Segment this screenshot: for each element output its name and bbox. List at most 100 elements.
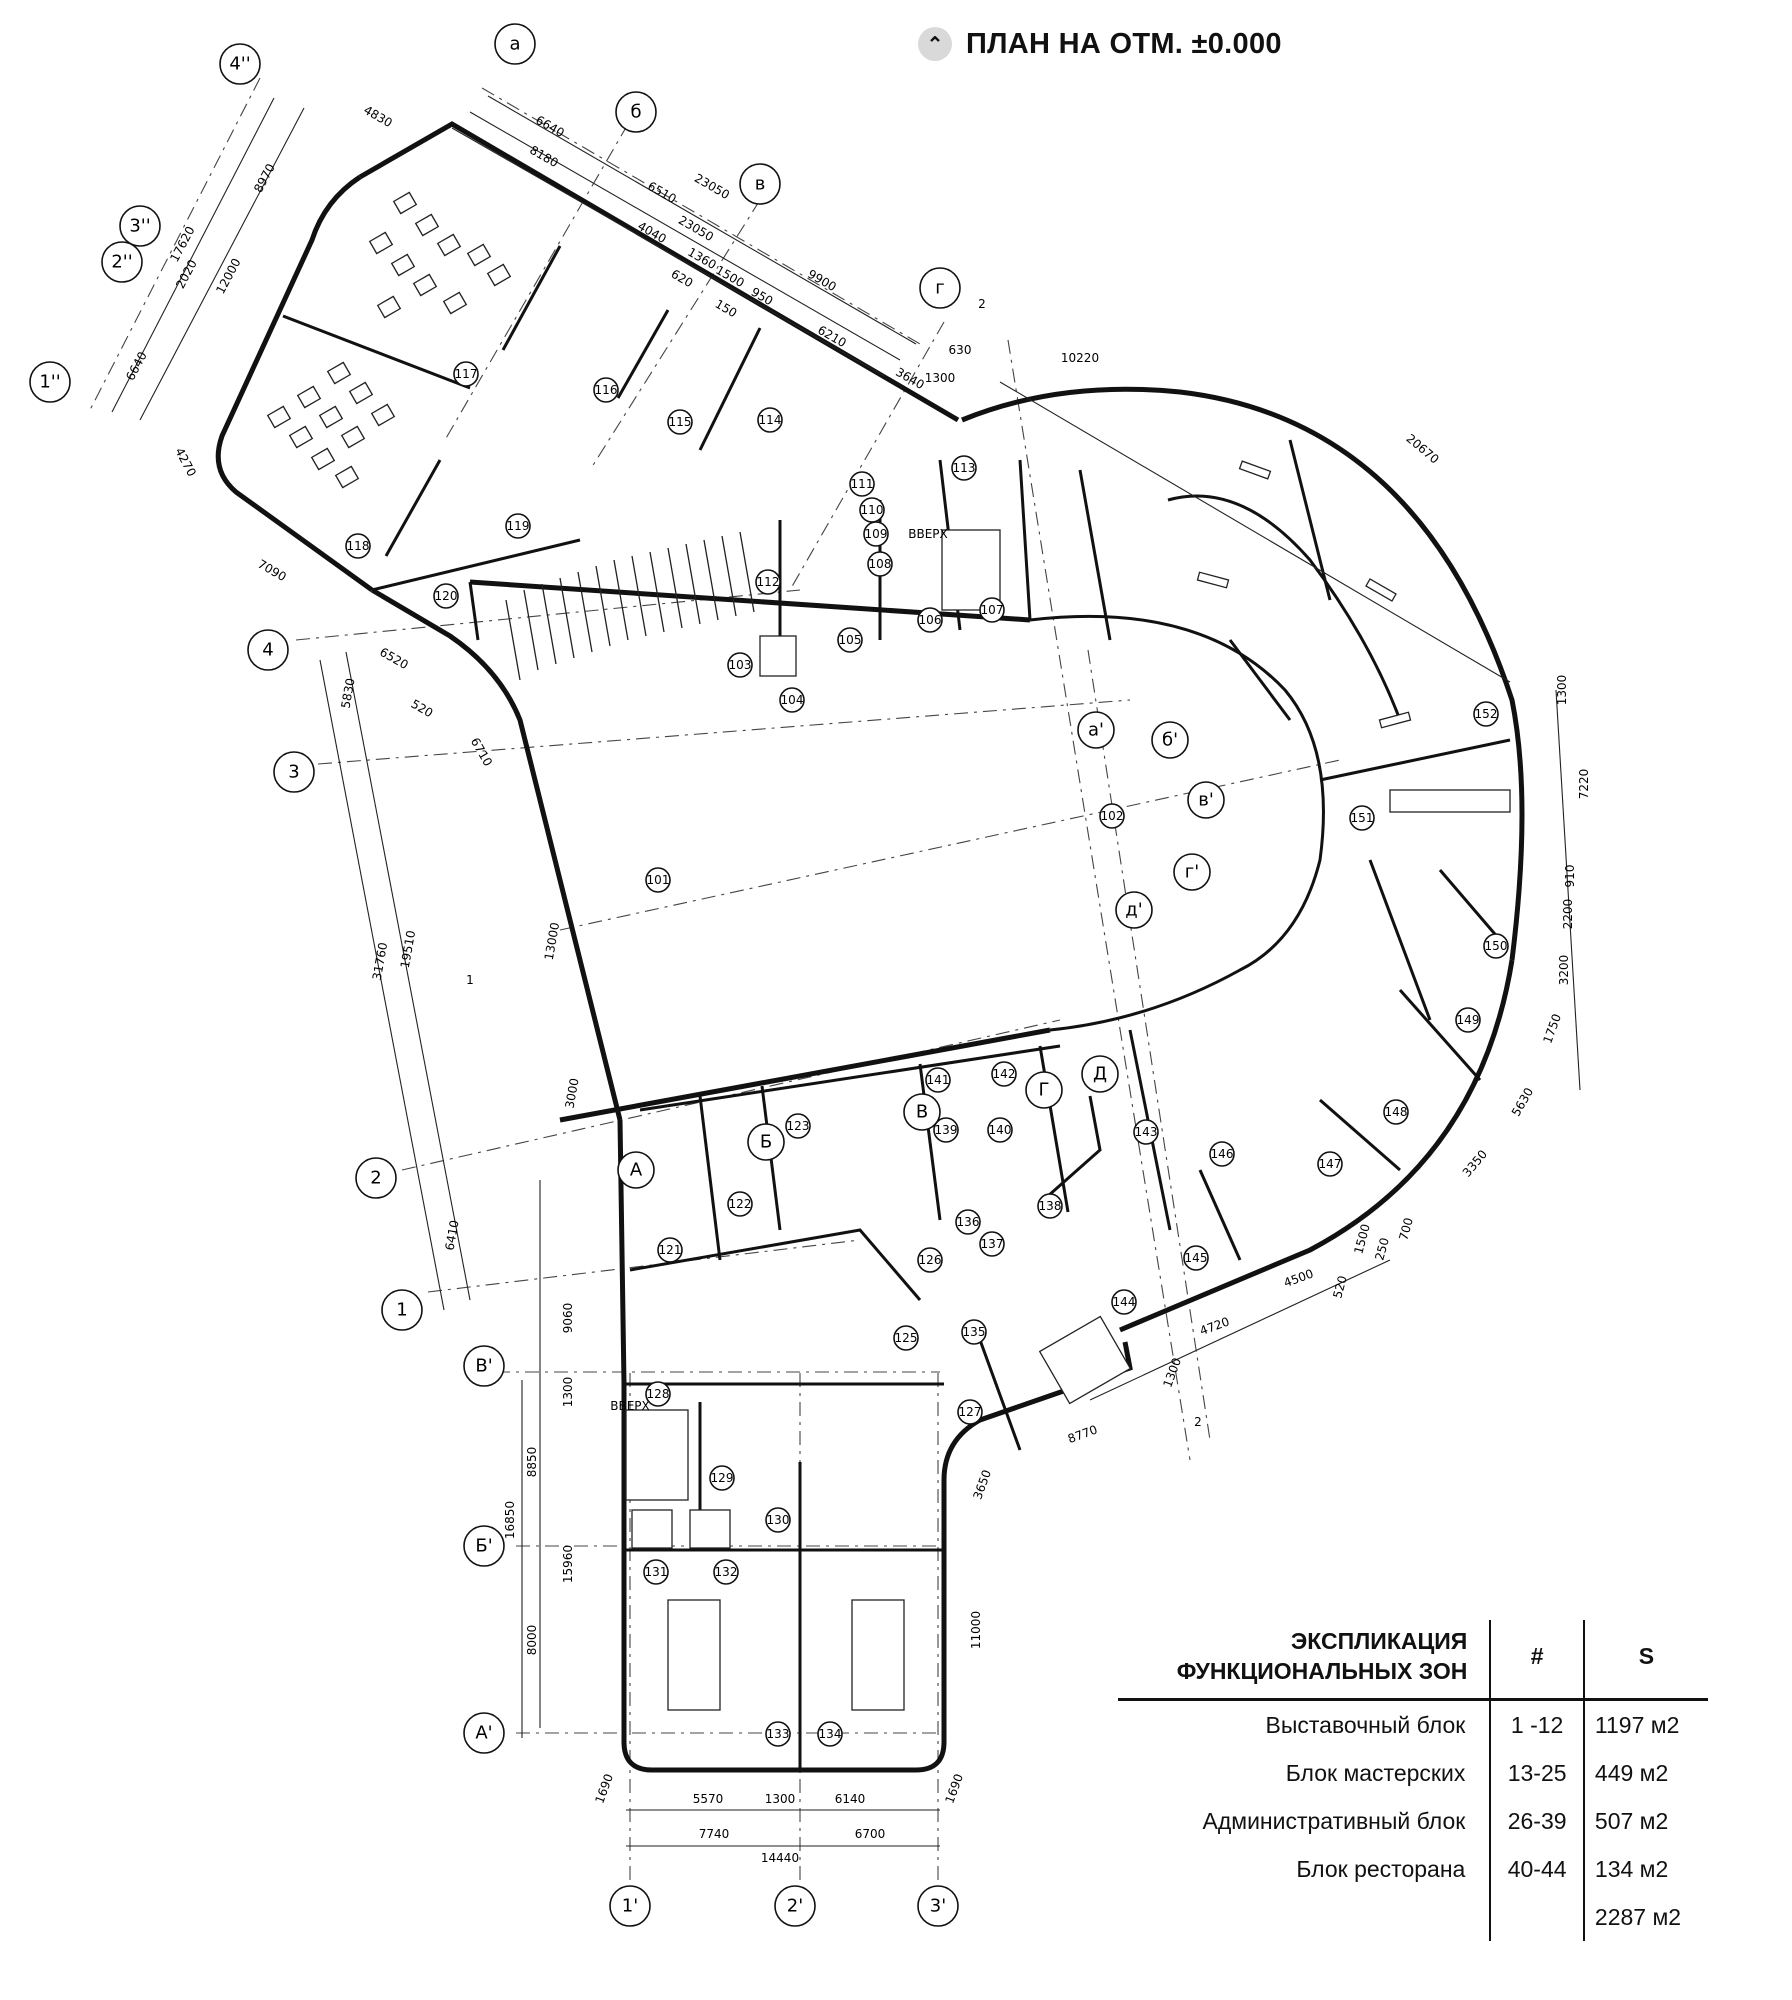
legend-title: ЭКСПЛИКАЦИЯ ФУНКЦИОНАЛЬНЫХ ЗОН: [1118, 1620, 1491, 1701]
legend-row-area: 134 м2: [1582, 1845, 1708, 1893]
dim-right-8: 700: [1396, 1216, 1415, 1242]
room-130: 130: [767, 1513, 790, 1527]
room-141: 141: [927, 1073, 950, 1087]
room-129: 129: [711, 1471, 734, 1485]
legend-row-range: 1 -12: [1489, 1699, 1584, 1749]
dim-left-10: 5830: [339, 677, 358, 710]
dim-left-8: 520: [409, 697, 436, 721]
room-119: 119: [507, 519, 530, 533]
axis-Vprime: В': [475, 1356, 492, 1377]
room-148: 148: [1385, 1105, 1408, 1119]
room-144: 144: [1113, 1295, 1136, 1309]
dim-lower-left-0: 9060: [561, 1303, 575, 1334]
dim-right-1: 7220: [1577, 769, 1591, 800]
room-121: 121: [659, 1243, 682, 1257]
dim-lower-left-5: 8000: [525, 1625, 539, 1656]
legend-total-blank-num: [1489, 1893, 1584, 1941]
dim-right-16: 3650: [970, 1468, 994, 1501]
dim-lower-left-1: 1300: [561, 1377, 575, 1408]
dim-right-11: 520: [1330, 1274, 1349, 1300]
dim-top-11: 150: [713, 297, 740, 321]
dim-bottom-5: 7740: [699, 1827, 730, 1841]
axis-g-inner: г': [1185, 862, 1199, 883]
dim-top-4: 23050: [692, 171, 732, 202]
dim-right-5: 1750: [1540, 1012, 1564, 1045]
room-116: 116: [595, 383, 618, 397]
room-108: 108: [869, 557, 892, 571]
dim-top-8: 620: [669, 267, 696, 291]
room-136: 136: [957, 1215, 980, 1229]
room-109: 109: [865, 527, 888, 541]
room-126: 126: [919, 1253, 942, 1267]
room-140: 140: [989, 1123, 1012, 1137]
legend-total-blank: [1118, 1893, 1490, 1941]
axis-Aprime: А': [475, 1723, 492, 1744]
legend-row-area: 507 м2: [1582, 1797, 1708, 1845]
room-115: 115: [669, 415, 692, 429]
room-127: 127: [959, 1405, 982, 1419]
chevron-up-icon: ⌃: [918, 27, 952, 61]
room-146: 146: [1211, 1147, 1234, 1161]
legend-title-line1: ЭКСПЛИКАЦИЯ: [1290, 1628, 1468, 1654]
dim-right-3: 2200: [1561, 899, 1575, 930]
dim-right-0: 1300: [1555, 675, 1569, 706]
room-110: 110: [861, 503, 884, 517]
room-128: 128: [647, 1387, 670, 1401]
room-117: 117: [455, 367, 478, 381]
axis-2: 2: [370, 1168, 381, 1189]
dim-top-3: 6510: [645, 179, 678, 206]
legend-row-name: Блок ресторана: [1296, 1855, 1466, 1882]
dim-right-15: 8770: [1066, 1422, 1099, 1446]
room-120: 120: [435, 589, 458, 603]
dim-lower-left-3: 8850: [525, 1447, 539, 1478]
room-118: 118: [347, 539, 370, 553]
axis-d-inner: д': [1125, 900, 1142, 921]
legend-row: Блок ресторана 40-44 134 м2: [1118, 1845, 1708, 1893]
dim-bottom-4: 1690: [942, 1772, 966, 1805]
dim-bottom-2: 1300: [765, 1792, 796, 1806]
dim-lower-left-4: 15960: [561, 1545, 575, 1583]
room-106: 106: [919, 613, 942, 627]
room-112: 112: [757, 575, 780, 589]
room-137: 137: [981, 1237, 1004, 1251]
room-151: 151: [1351, 811, 1374, 825]
plan-title: ⌃ ПЛАН НА ОТМ. ±0.000: [918, 24, 1282, 64]
room-122: 122: [729, 1197, 752, 1211]
room-147: 147: [1319, 1157, 1342, 1171]
dim-left-11: 31760: [370, 941, 390, 981]
dim-top-16: 630: [949, 343, 972, 357]
section-mark-1-left: 1: [466, 973, 474, 987]
legend-row-name: Выставочный блок: [1265, 1711, 1466, 1738]
legend-total-area: 2287 м2: [1582, 1893, 1708, 1941]
auditorium-seats: [505, 531, 755, 681]
dim-bottom-7: 14440: [761, 1851, 799, 1865]
axis-1prime: 1': [622, 1896, 638, 1917]
dim-left-12: 19510: [398, 929, 418, 969]
dim-left-4: 6640: [123, 349, 150, 383]
section-mark-2-top: 2: [978, 297, 986, 311]
room-145: 145: [1185, 1251, 1208, 1265]
room-132: 132: [715, 1565, 738, 1579]
room-135: 135: [963, 1325, 986, 1339]
dim-top-17: 10220: [1061, 351, 1099, 365]
room-103: 103: [729, 658, 752, 672]
legend-col-area: S: [1582, 1620, 1708, 1701]
dim-left-15: 6410: [443, 1219, 462, 1252]
dim-top-15: 1300: [925, 371, 956, 385]
room-113: 113: [953, 461, 976, 475]
axis-1pp: 1'': [39, 372, 60, 393]
dim-bottom-1: 5570: [693, 1792, 724, 1806]
room-123: 123: [787, 1119, 810, 1133]
legend-table: ЭКСПЛИКАЦИЯ ФУНКЦИОНАЛЬНЫХ ЗОН # S Выста…: [1118, 1620, 1708, 1941]
legend-col-num: #: [1489, 1620, 1584, 1701]
dim-right-9: 250: [1372, 1236, 1391, 1262]
room-150: 150: [1485, 939, 1508, 953]
axis-Bprime: Б': [475, 1536, 492, 1557]
axis-4pp: 4'': [229, 54, 250, 75]
axis-3pp: 3'': [129, 216, 150, 237]
dim-right-10: 1500: [1351, 1222, 1372, 1255]
room-143: 143: [1135, 1125, 1158, 1139]
axis-G-inner: Г: [1039, 1080, 1050, 1101]
dim-right-7: 3350: [1460, 1147, 1490, 1179]
